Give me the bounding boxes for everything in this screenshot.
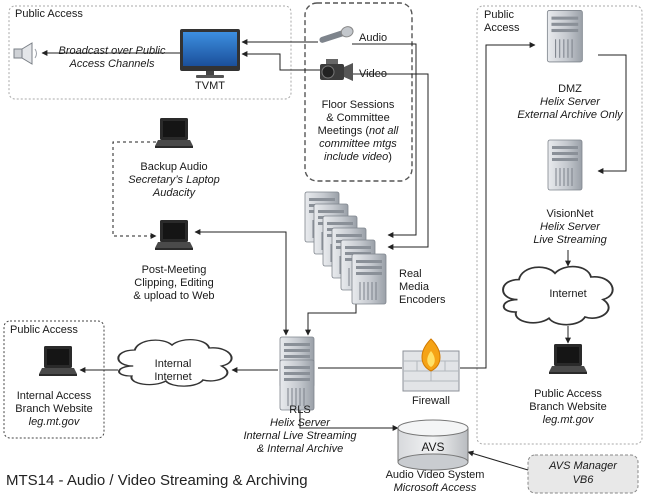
encoders-label-2: Media: [399, 281, 429, 293]
internal-branch-label-1: Internal Access: [16, 390, 92, 402]
encoders-label-3: Encoders: [399, 294, 446, 306]
visionnet-server-icon: [547, 139, 583, 191]
backup-audio-label-3: Audacity: [152, 187, 196, 199]
speaker-icon: [13, 42, 37, 65]
post-meeting-label-1: Post-Meeting: [141, 264, 207, 276]
avs-database-icon: [397, 419, 469, 471]
dmz-label: DMZ: [558, 83, 582, 95]
video-camera-icon: [320, 59, 353, 81]
broadcast-label-1: Broadcast over Public: [58, 45, 166, 57]
diagram-title: MTS14 - Audio / Video Streaming & Archiv…: [6, 472, 308, 489]
internal-branch-label-2: Branch Website: [15, 403, 93, 415]
tv-icon: [180, 29, 240, 78]
region-public-access-right: [476, 5, 643, 445]
region-label-public-access-left: Public Access: [10, 324, 78, 336]
broadcast-label-2: Access Channels: [69, 58, 155, 70]
internal-branch-laptop-icon: [39, 346, 77, 376]
region-label-public-access-top: Public Access: [15, 8, 83, 20]
region-avs-manager: [527, 454, 639, 494]
internet-label: Internet: [549, 288, 587, 300]
firewall-label: Firewall: [412, 395, 450, 407]
avs-sub-2: Microsoft Access: [393, 482, 477, 494]
public-branch-label-1: Public Access: [534, 388, 602, 400]
audio-label: Audio: [359, 32, 388, 44]
floor-sessions-label-5: include video): [324, 151, 392, 163]
rls-sub-1: Helix Server: [270, 417, 330, 429]
internal-internet-label-1: Internal: [154, 358, 192, 370]
region-label-public-access-right-1: Public: [484, 9, 514, 21]
backup-audio-label-1: Backup Audio: [140, 161, 208, 173]
video-label: Video: [359, 68, 387, 80]
microphone-icon: [319, 26, 354, 43]
post-meeting-label-2: Clipping, Editing: [134, 277, 214, 289]
region-floor-sessions: [304, 2, 413, 182]
rls-sub-2: Internal Live Streaming: [243, 430, 357, 442]
backup-laptop-icon: [155, 118, 193, 148]
region-public-access-left: [3, 320, 105, 439]
floor-sessions-label-4: committee mtgs: [319, 138, 397, 150]
internal-branch-label-3: leg.mt.gov: [28, 416, 80, 428]
region-public-access-top: [8, 5, 292, 100]
floor-sessions-label-2: & Committee: [326, 112, 390, 124]
encoders-label-1: Real: [399, 268, 422, 280]
avs-label: AVS: [421, 440, 445, 454]
public-branch-laptop-icon: [549, 344, 587, 374]
visionnet-sub-2: Live Streaming: [533, 234, 607, 246]
backup-audio-label-2: Secretary’s Laptop: [128, 174, 220, 186]
dmz-server-icon: [546, 9, 583, 63]
dmz-sub-2: External Archive Only: [517, 109, 623, 121]
connectors: [41, 39, 627, 471]
rls-server-lower-icon: [279, 359, 315, 411]
public-branch-label-3: leg.mt.gov: [542, 414, 594, 426]
internal-internet-label-2: Internet: [154, 371, 192, 383]
encoder-servers-icon: [304, 191, 387, 305]
region-label-public-access-right-2: Access: [484, 22, 520, 34]
post-meeting-label-3: & upload to Web: [133, 290, 215, 302]
avs-manager-label-2: VB6: [572, 474, 594, 486]
rls-label: RLS: [289, 404, 311, 416]
avs-sub-1: Audio Video System: [385, 469, 485, 481]
dmz-sub-1: Helix Server: [540, 96, 600, 108]
public-branch-label-2: Branch Website: [529, 401, 607, 413]
floor-sessions-label-1: Floor Sessions: [321, 99, 395, 111]
firewall-icon: [402, 338, 460, 392]
visionnet-sub-1: Helix Server: [540, 221, 600, 233]
rls-sub-3: & Internal Archive: [256, 443, 344, 455]
tvmt-label: TVMT: [195, 80, 225, 92]
floor-sessions-label-3: Meetings (not all: [317, 125, 399, 137]
visionnet-label: VisionNet: [546, 208, 594, 220]
avs-manager-label-1: AVS Manager: [549, 460, 617, 472]
post-meeting-laptop-icon: [155, 220, 193, 250]
